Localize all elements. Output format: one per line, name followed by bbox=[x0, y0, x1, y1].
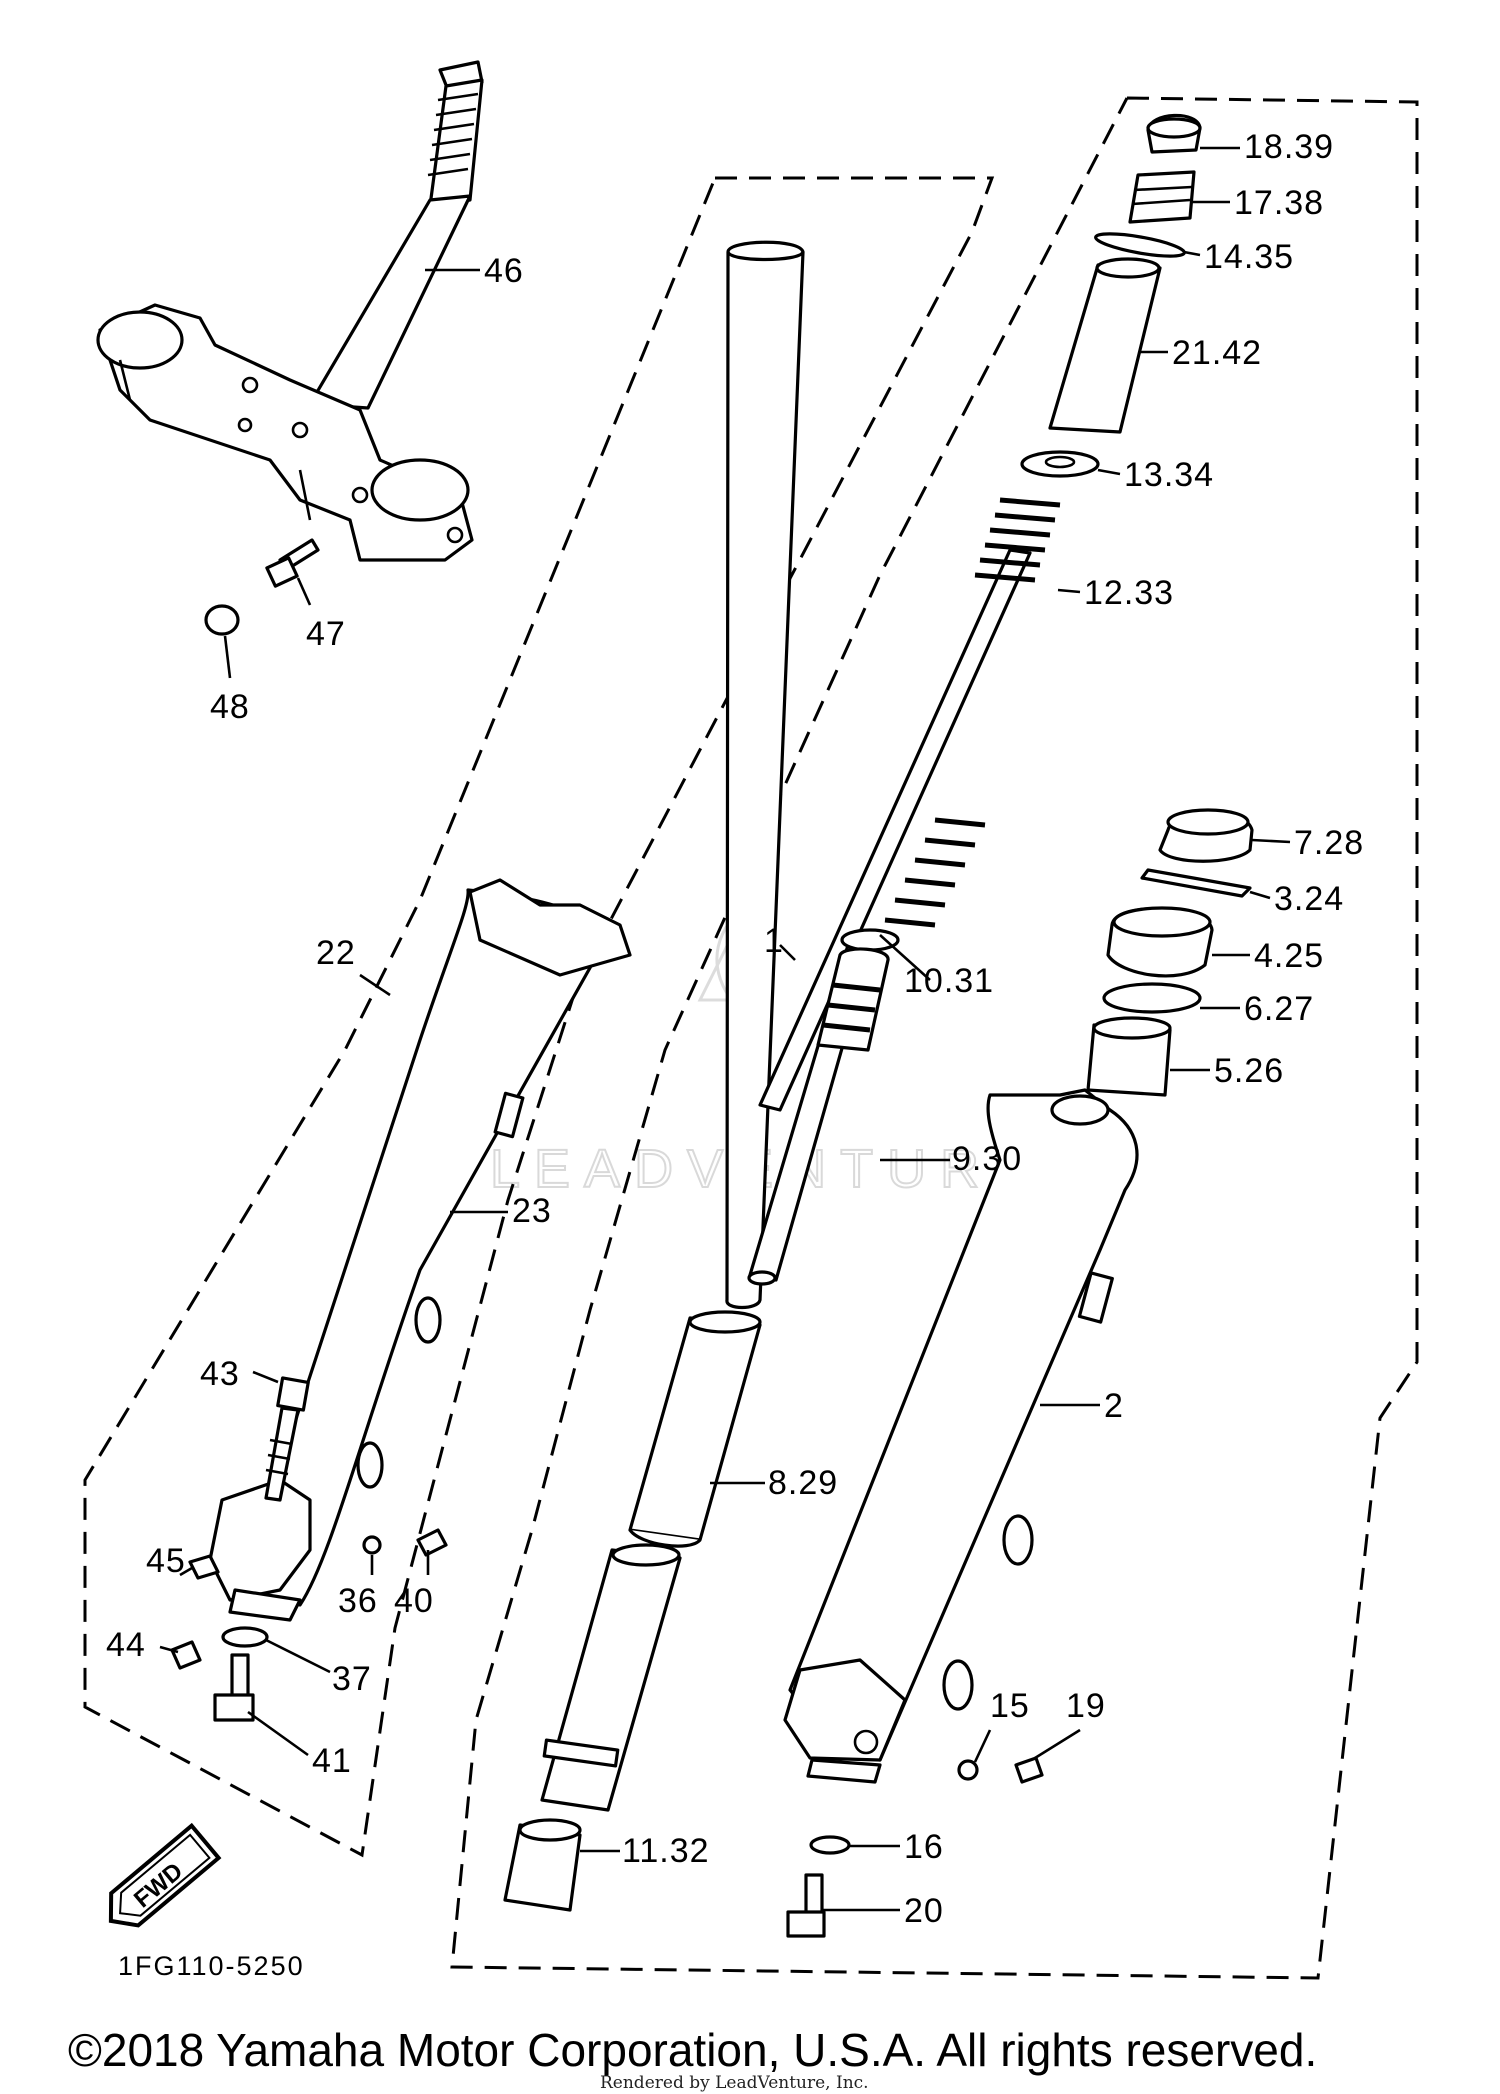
damper-piece-10 bbox=[840, 928, 900, 952]
callout-9-30: 9.30 bbox=[952, 1140, 1022, 1178]
rendered-by-notice: Rendered by LeadVenture, Inc. bbox=[600, 2073, 869, 2093]
copyright-notice: ©2018 Yamaha Motor Corporation, U.S.A. A… bbox=[68, 2024, 1317, 2076]
callout-13-34: 13.34 bbox=[1124, 456, 1214, 494]
callout-1: 1 bbox=[764, 922, 784, 960]
washer-37 bbox=[221, 1626, 269, 1648]
callout-19: 19 bbox=[1066, 1687, 1106, 1725]
bolt-part-43 bbox=[264, 1376, 310, 1502]
callout-48: 48 bbox=[210, 688, 250, 726]
callout-20: 20 bbox=[904, 1892, 944, 1930]
washer-6 bbox=[1102, 982, 1202, 1014]
washer-15 bbox=[957, 1759, 979, 1781]
cap-part-48 bbox=[204, 604, 240, 636]
bolt-41-shaft bbox=[230, 1653, 250, 1702]
callout-18-39: 18.39 bbox=[1244, 128, 1334, 166]
leader-lines bbox=[159, 146, 1291, 1912]
callout-7-28: 7.28 bbox=[1294, 824, 1364, 862]
nut-45 bbox=[188, 1554, 220, 1580]
callout-46: 46 bbox=[484, 252, 524, 290]
callout-12-33: 12.33 bbox=[1084, 574, 1174, 612]
left-fork-boundary bbox=[83, 176, 995, 1858]
callout-3-24: 3.24 bbox=[1274, 880, 1344, 918]
bolt-20-head bbox=[786, 1910, 826, 1938]
drawing-code: 1FG110-5250 bbox=[118, 1951, 305, 1981]
seat-13 bbox=[1020, 450, 1100, 478]
callout-11-32: 11.32 bbox=[622, 1832, 710, 1870]
callout-40: 40 bbox=[394, 1582, 434, 1620]
callout-16: 16 bbox=[904, 1828, 944, 1866]
fwd-arrow-badge: FWD bbox=[108, 1822, 222, 1928]
assembly-boundaries bbox=[83, 96, 1419, 1980]
steering-stem-part bbox=[96, 60, 484, 562]
callout-21-42: 21.42 bbox=[1172, 334, 1262, 372]
clip-3 bbox=[1140, 868, 1252, 898]
callout-10-31: 10.31 bbox=[904, 962, 994, 1000]
callout-2: 2 bbox=[1104, 1387, 1124, 1425]
outer-tube-right bbox=[783, 1088, 1139, 1784]
callout-17-38: 17.38 bbox=[1234, 184, 1324, 222]
seal-stack-right bbox=[1086, 808, 1254, 1097]
callout-23: 23 bbox=[512, 1192, 552, 1230]
bolt-41-head bbox=[213, 1693, 255, 1722]
screw-19 bbox=[1014, 1756, 1044, 1784]
inner-tube-part bbox=[503, 240, 805, 1912]
small-parts-right bbox=[786, 1756, 1044, 1938]
callout-44: 44 bbox=[106, 1626, 146, 1664]
spacer-21 bbox=[1048, 257, 1162, 434]
washer-36 bbox=[362, 1535, 382, 1555]
callout-14-35: 14.35 bbox=[1204, 238, 1294, 276]
right-fork-boundary bbox=[450, 96, 1419, 1980]
plug-17 bbox=[1128, 170, 1196, 224]
callout-36: 36 bbox=[338, 1582, 378, 1620]
callout-47: 47 bbox=[306, 615, 346, 653]
bolt-part-47 bbox=[265, 538, 320, 588]
small-parts-left bbox=[170, 1528, 448, 1722]
callout-43: 43 bbox=[200, 1355, 240, 1393]
callout-4-25: 4.25 bbox=[1254, 937, 1324, 975]
callout-labels: 46 47 48 22 23 43 45 44 36 40 37 41 1 10… bbox=[106, 128, 1364, 1930]
screw-40 bbox=[416, 1528, 448, 1557]
washer-16 bbox=[809, 1835, 851, 1855]
callout-5-26: 5.26 bbox=[1214, 1052, 1284, 1090]
lower-spring bbox=[816, 947, 890, 1052]
callout-15: 15 bbox=[990, 1687, 1030, 1725]
callout-6-27: 6.27 bbox=[1244, 990, 1314, 1028]
o-ring-14 bbox=[1094, 232, 1186, 258]
spring-12 bbox=[884, 497, 1061, 928]
callout-41: 41 bbox=[312, 1742, 352, 1780]
nut-44 bbox=[170, 1640, 202, 1670]
outer-tube-left bbox=[208, 878, 632, 1622]
callout-8-29: 8.29 bbox=[768, 1464, 838, 1502]
cap-bolt-18 bbox=[1146, 113, 1202, 154]
callout-37: 37 bbox=[332, 1660, 372, 1698]
callout-45: 45 bbox=[146, 1542, 186, 1580]
callout-22: 22 bbox=[316, 934, 356, 972]
